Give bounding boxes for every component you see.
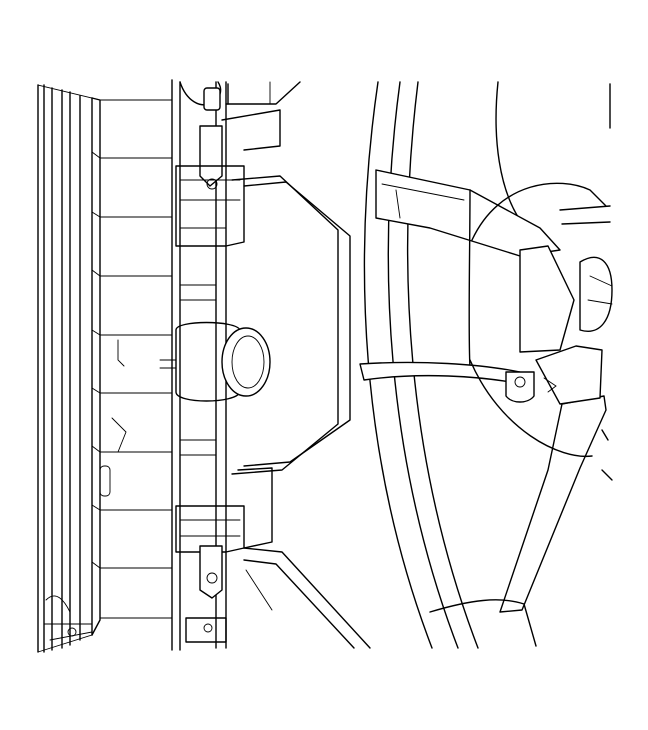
- fan-outer-ring: [363, 81, 611, 649]
- upper-mount-clip: [175, 81, 281, 247]
- coolant-outlet-neck: [159, 321, 271, 402]
- lower-mount-clip: [175, 467, 273, 643]
- fan-shroud: [225, 81, 371, 649]
- fan-blade-upper: [375, 169, 561, 369]
- radiator-core: [37, 84, 101, 653]
- radiator-fins: [91, 99, 173, 619]
- fan-hub-motor: [469, 182, 613, 458]
